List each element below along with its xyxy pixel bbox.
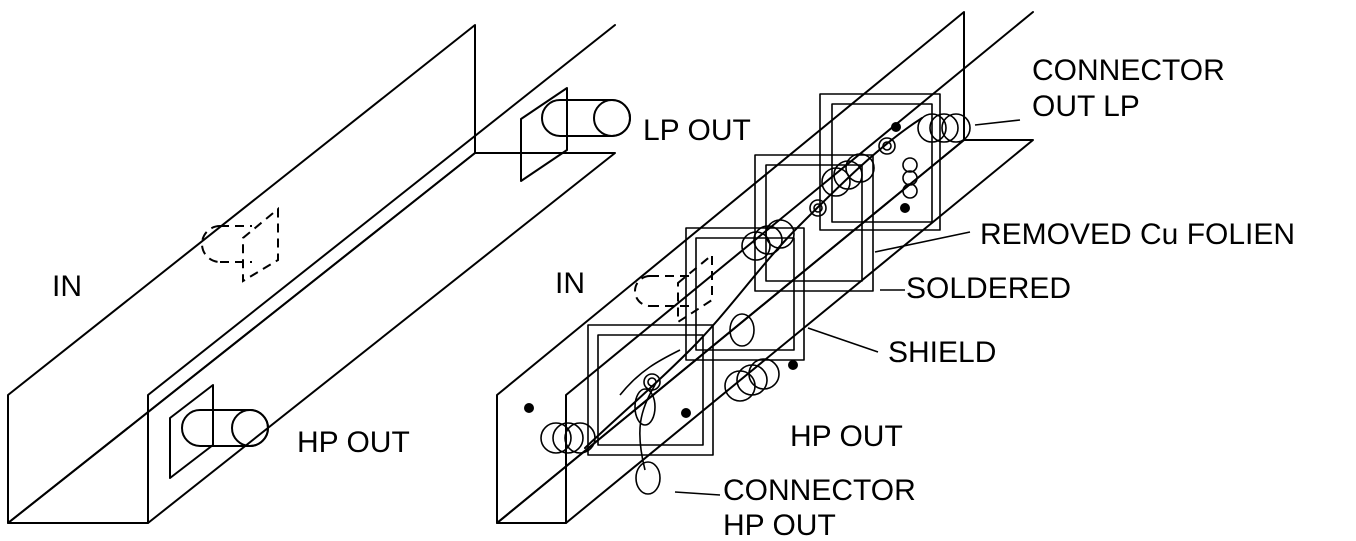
hp-out-flange <box>169 384 214 479</box>
right-housing <box>496 11 1034 524</box>
lp-compartment-outer <box>819 93 941 231</box>
right-in-label: IN <box>555 267 585 300</box>
lp-out-cylinder-end <box>593 99 631 137</box>
removed-cu-folien-pointer <box>874 231 971 253</box>
left-lp-out-label: LP OUT <box>643 114 751 147</box>
connector-hp-out-label-line1: CONNECTOR <box>723 474 916 507</box>
shield-pointer <box>807 327 879 353</box>
connector-out-lp-label-line1: CONNECTOR <box>1032 54 1225 87</box>
lp-out-connector <box>520 87 631 182</box>
right-housing-inner-edge <box>565 11 1034 524</box>
lp-compartment-inner <box>831 103 933 223</box>
hp-out-connector <box>169 384 269 479</box>
soldered-label: SOLDERED <box>906 272 1071 305</box>
signal-wire <box>584 117 923 449</box>
hp-out-cylinder-end <box>231 409 269 447</box>
hp-out-cylinder <box>181 409 269 447</box>
left-housing <box>7 24 631 524</box>
coil-mid <box>741 219 795 261</box>
right-hp-out-label: HP OUT <box>790 420 903 453</box>
left-in-hidden-connector <box>201 206 279 283</box>
right-in-hidden-flange <box>677 252 713 324</box>
right-housing-side-face <box>496 139 1034 524</box>
left-in-label: IN <box>52 270 82 303</box>
mid-compartment-outer <box>754 154 874 292</box>
coil-shield <box>724 358 780 402</box>
coil-upper <box>821 153 875 197</box>
connector-hp-out-label-line2: HP OUT <box>723 509 836 541</box>
shield-compartments <box>587 93 941 456</box>
left-in-hidden-cylinder <box>201 225 252 263</box>
connector-hp-out-pointer <box>674 491 721 496</box>
left-housing-inner-edge <box>147 24 616 524</box>
left-in-hidden-flange <box>242 206 279 283</box>
capacitors <box>643 137 896 391</box>
removed-cu-folien-label: REMOVED Cu FOLIEN <box>980 218 1295 251</box>
shield-compartment-outer <box>685 227 805 361</box>
coil-hp <box>540 422 596 454</box>
solder-points <box>524 122 910 418</box>
mid-compartment-inner <box>765 164 863 282</box>
callout-lines <box>674 119 1021 496</box>
right-in-hidden-cylinder <box>634 275 690 307</box>
coil-lp-vertical <box>902 157 918 199</box>
lp-out-flange <box>520 87 568 182</box>
coil-hp-loops <box>634 313 755 495</box>
lp-out-cylinder <box>541 99 631 137</box>
connector-out-lp-label-line2: OUT LP <box>1032 90 1140 123</box>
right-in-hidden-connector <box>634 252 713 324</box>
coil-lp <box>917 113 971 143</box>
left-housing-side-face <box>7 152 616 524</box>
hp-compartment-outer <box>587 324 714 456</box>
coils <box>540 113 971 495</box>
hp-compartment-inner <box>597 334 704 446</box>
shield-label: SHIELD <box>888 336 996 369</box>
left-hp-out-label: HP OUT <box>297 426 410 459</box>
connector-out-lp-pointer <box>974 119 1021 126</box>
